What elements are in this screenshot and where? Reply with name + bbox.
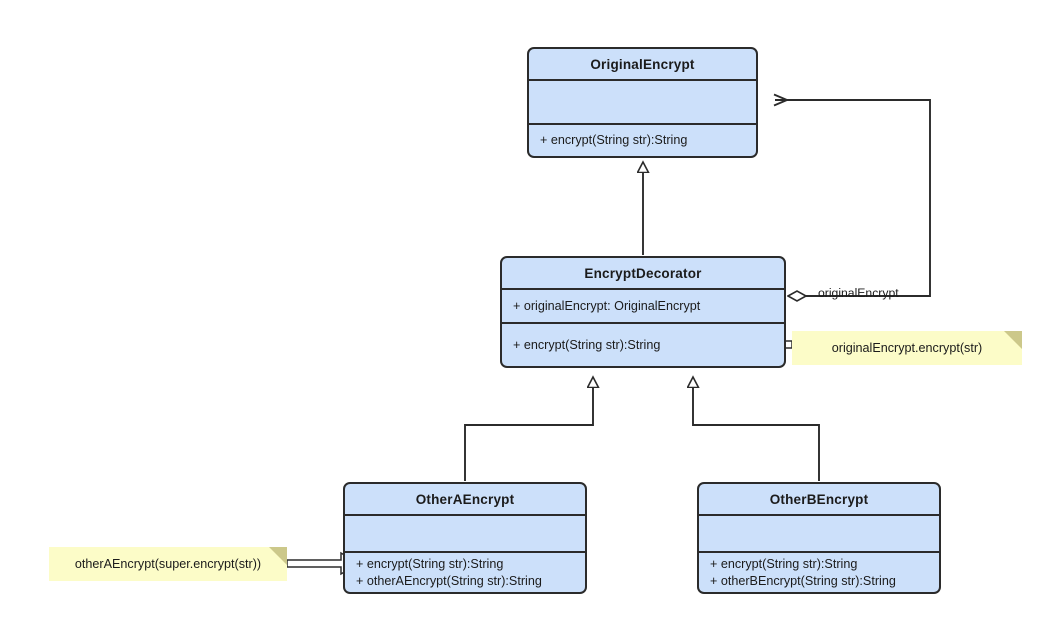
- attribute-item: + originalEncrypt: OriginalEncrypt: [513, 298, 701, 313]
- operation-item: + encrypt(String str):String: [356, 556, 504, 571]
- class-title-encrypt-decorator: EncryptDecorator: [584, 265, 702, 281]
- class-title-other-b-encrypt: OtherBEncrypt: [769, 491, 869, 507]
- operation-item: + otherAEncrypt(String str):String: [356, 573, 542, 588]
- class-other-a-encrypt[interactable]: OtherAEncrypt + encrypt(String str):Stri…: [343, 482, 587, 594]
- operation-item: + encrypt(String str):String: [513, 337, 661, 352]
- edge-generalization-otherb-decorator: [693, 377, 820, 481]
- note-text: otherAEncrypt(super.encrypt(str)): [74, 557, 262, 571]
- class-operations-original-encrypt: + encrypt(String str):String: [529, 123, 756, 156]
- operation-item: + encrypt(String str):String: [710, 556, 858, 571]
- class-operations-other-b-encrypt: + encrypt(String str):String + otherBEnc…: [699, 551, 939, 592]
- class-other-b-encrypt[interactable]: OtherBEncrypt + encrypt(String str):Stri…: [697, 482, 941, 594]
- note-other-a-encrypt-call[interactable]: otherAEncrypt(super.encrypt(str)): [49, 547, 287, 581]
- class-encrypt-decorator[interactable]: EncryptDecorator + originalEncrypt: Orig…: [500, 256, 786, 368]
- operation-item: + encrypt(String str):String: [540, 133, 688, 147]
- edge-aggregation-decorator-original: [775, 100, 931, 296]
- class-attributes-original-encrypt: [529, 79, 756, 123]
- note-fold-icon: [1004, 331, 1022, 349]
- class-original-encrypt[interactable]: OriginalEncrypt + encrypt(String str):St…: [527, 47, 758, 158]
- note-fold-icon: [269, 547, 287, 565]
- edge-label-original-encrypt: originalEncrypt: [818, 286, 899, 300]
- note-original-encrypt-call[interactable]: originalEncrypt.encrypt(str): [792, 331, 1022, 365]
- class-operations-other-a-encrypt: + encrypt(String str):String + otherAEnc…: [345, 551, 585, 592]
- edge-generalization-othera-decorator: [464, 377, 593, 481]
- class-operations-encrypt-decorator: + encrypt(String str):String: [502, 322, 784, 366]
- class-attributes-encrypt-decorator: + originalEncrypt: OriginalEncrypt: [502, 288, 784, 322]
- class-attributes-other-b-encrypt: [699, 514, 939, 551]
- class-title-other-a-encrypt: OtherAEncrypt: [415, 491, 515, 507]
- class-title-original-encrypt: OriginalEncrypt: [590, 56, 695, 72]
- note-text: originalEncrypt.encrypt(str): [831, 341, 983, 355]
- operation-item: + otherBEncrypt(String str):String: [710, 573, 896, 588]
- class-attributes-other-a-encrypt: [345, 514, 585, 551]
